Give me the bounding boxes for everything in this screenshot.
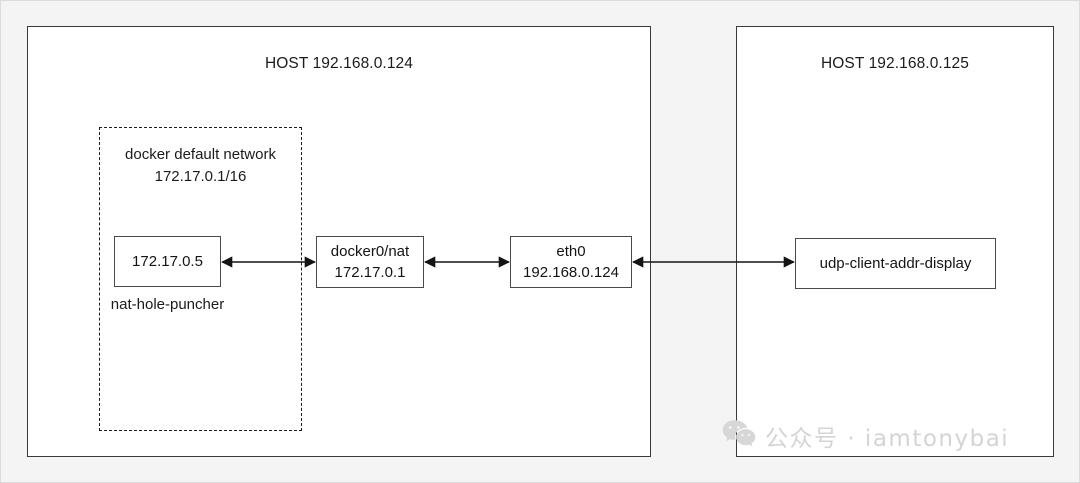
docker-network-label-line1: docker default network [125, 146, 276, 163]
node-container-ip: 172.17.0.5 [132, 253, 203, 270]
host-left-title: HOST 192.168.0.124 [264, 55, 413, 72]
node-eth0[interactable]: eth0 192.168.0.124 [510, 236, 632, 288]
node-docker0-ip: 172.17.0.1 [334, 264, 406, 281]
node-udp-client-label: udp-client-addr-display [819, 255, 972, 272]
docker-default-network-group: docker default network 172.17.0.1/16 [99, 127, 302, 431]
node-docker0-nat[interactable]: docker0/nat 172.17.0.1 [316, 236, 424, 288]
node-docker0-name: docker0/nat [330, 243, 410, 260]
node-eth0-ip: 192.168.0.124 [523, 264, 619, 281]
node-eth0-name: eth0 [556, 243, 586, 260]
docker-network-label: docker default network 172.17.0.1/16 [100, 144, 301, 188]
node-nat-hole-puncher[interactable]: 172.17.0.5 [114, 236, 221, 287]
node-container-caption: nat-hole-puncher [110, 296, 225, 313]
host-right-title: HOST 192.168.0.125 [820, 55, 969, 72]
docker-network-label-line2: 172.17.0.1/16 [154, 168, 247, 185]
node-udp-client-addr-display[interactable]: udp-client-addr-display [795, 238, 996, 289]
